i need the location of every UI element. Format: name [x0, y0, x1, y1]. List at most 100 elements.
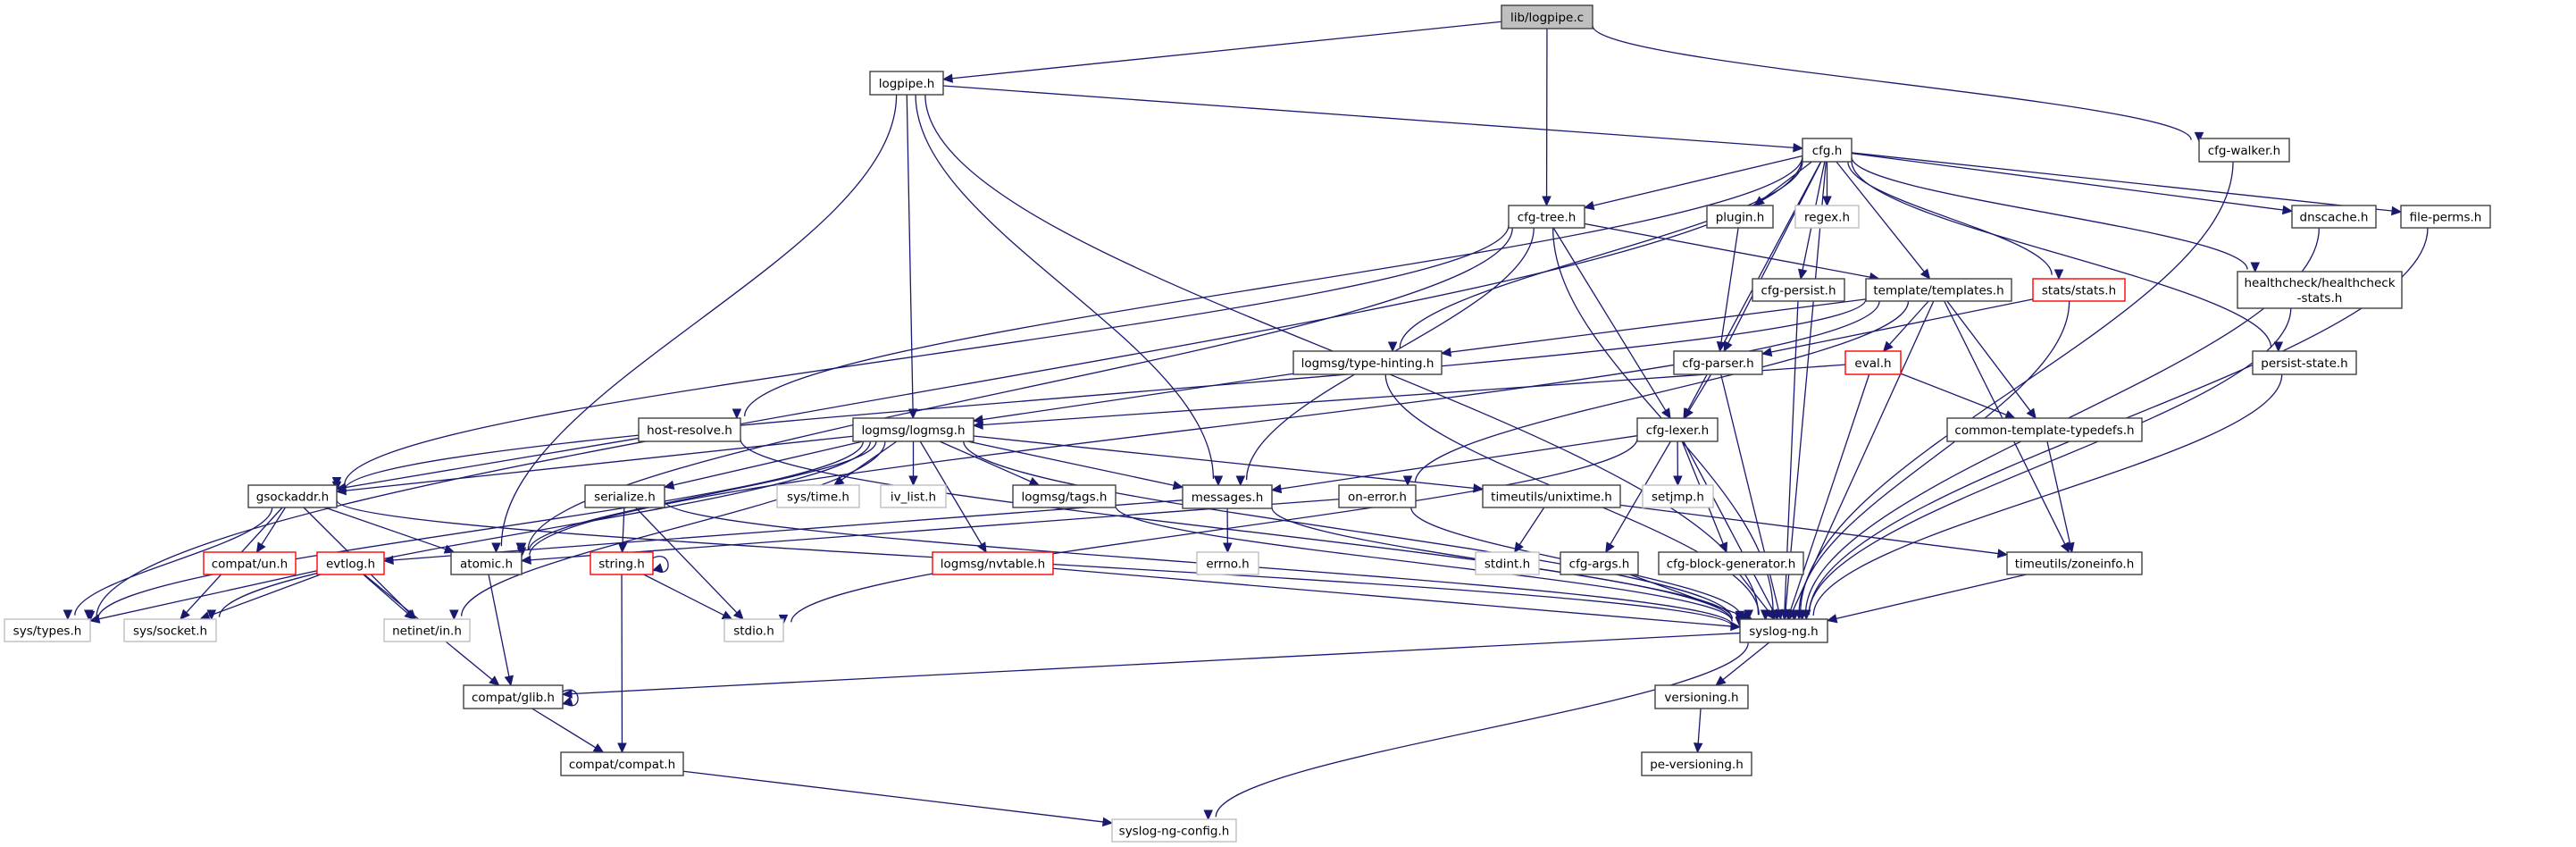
- edge-evtlog-to-compat-glib-arrowhead: [489, 675, 500, 686]
- node-iv-list[interactable]: iv_list.h: [880, 484, 947, 508]
- edge-cfg-h-to-cfg-tree: [1592, 155, 1803, 206]
- node-label: cfg-parser.h: [1682, 356, 1754, 371]
- node-stats[interactable]: stats/stats.h: [2032, 278, 2126, 302]
- edge-evtlog-to-sys-socket: [207, 574, 322, 617]
- node-stdint[interactable]: stdint.h: [1475, 551, 1540, 575]
- node-label: host-resolve.h: [647, 424, 732, 438]
- edge-plugin-to-cfg-parser: [1720, 227, 1739, 344]
- node-nvtable[interactable]: logmsg/nvtable.h: [932, 551, 1054, 575]
- edge-gsockaddr-to-atomic: [324, 507, 447, 550]
- node-syslog-ng-config[interactable]: syslog-ng-config.h: [1111, 818, 1237, 843]
- node-label: sys/types.h: [13, 625, 82, 639]
- edge-on-error-to-atomic: [529, 499, 1340, 561]
- node-compat-glib[interactable]: compat/glib.h: [463, 684, 564, 709]
- node-label: cfg.h: [1812, 144, 1843, 158]
- node-persist-state[interactable]: persist-state.h: [2252, 350, 2357, 375]
- node-atomic[interactable]: atomic.h: [450, 551, 523, 575]
- node-logpipe-c[interactable]: lib/logpipe.c: [1501, 4, 1593, 29]
- node-box: [932, 551, 1054, 575]
- node-box: [1338, 484, 1417, 508]
- node-versioning[interactable]: versioning.h: [1654, 684, 1749, 709]
- node-common-tt[interactable]: common-template-typedefs.h: [1946, 417, 2143, 442]
- edge-evtlog-to-sys-types: [97, 570, 318, 620]
- edge-gsockaddr-to-atomic-arrowhead: [443, 544, 456, 554]
- node-box: [1560, 551, 1639, 575]
- node-zoneinfo[interactable]: timeutils/zoneinfo.h: [2006, 551, 2143, 575]
- edge-logmsg-to-nvtable-arrowhead: [977, 541, 987, 554]
- node-cfg-walker[interactable]: cfg-walker.h: [2198, 138, 2290, 163]
- node-cfg-block[interactable]: cfg-block-generator.h: [1658, 551, 1804, 575]
- edge-eval-to-common-tt: [1900, 373, 2008, 416]
- node-logpipe-h[interactable]: logpipe.h: [869, 71, 944, 96]
- node-box: [383, 618, 471, 642]
- node-sys-socket[interactable]: sys/socket.h: [123, 618, 217, 642]
- node-errno[interactable]: errno.h: [1196, 551, 1259, 575]
- node-label: sys/socket.h: [133, 625, 207, 639]
- node-compat-compat[interactable]: compat/compat.h: [560, 751, 684, 776]
- node-unixtime[interactable]: timeutils/unixtime.h: [1482, 484, 1621, 508]
- node-healthcheck[interactable]: healthcheck/healthcheck-stats.h: [2237, 271, 2403, 309]
- node-string-h[interactable]: string.h: [590, 551, 654, 575]
- edge-logmsg-to-iv-list-arrowhead: [908, 475, 918, 487]
- node-cfg-parser[interactable]: cfg-parser.h: [1673, 350, 1763, 375]
- edge-templates-to-on-error: [1414, 300, 1910, 482]
- edge-messages-to-evtlog: [391, 499, 1183, 561]
- node-regex[interactable]: regex.h: [1794, 205, 1860, 229]
- node-tags[interactable]: logmsg/tags.h: [1012, 484, 1117, 508]
- node-box: [638, 417, 741, 442]
- edge-logmsg-to-messages: [967, 440, 1175, 487]
- node-box: [1642, 484, 1714, 508]
- edge-syslog-ng-to-syslog-ng-config-arrowhead: [1203, 809, 1213, 821]
- node-cfg-persist[interactable]: cfg-persist.h: [1752, 278, 1845, 302]
- node-box: [2032, 278, 2126, 302]
- node-label: logmsg/logmsg.h: [861, 424, 965, 438]
- node-type-hinting[interactable]: logmsg/type-hinting.h: [1292, 350, 1443, 375]
- node-stdio[interactable]: stdio.h: [723, 618, 784, 642]
- node-cfg-args[interactable]: cfg-args.h: [1560, 551, 1639, 575]
- node-label: common-template-typedefs.h: [1954, 424, 2134, 438]
- node-evtlog[interactable]: evtlog.h: [316, 551, 385, 575]
- node-serialize[interactable]: serialize.h: [584, 484, 665, 508]
- node-logmsg[interactable]: logmsg/logmsg.h: [852, 417, 974, 442]
- node-label: cfg-persist.h: [1761, 284, 1836, 298]
- edge-logmsg-to-serialize-arrowhead: [663, 480, 675, 491]
- edge-cfg-h-to-host-resolve-arrowhead: [732, 408, 742, 420]
- edge-eval-to-logmsg-arrowhead: [972, 420, 983, 430]
- node-box: [1706, 205, 1774, 229]
- node-eval[interactable]: eval.h: [1844, 350, 1902, 375]
- node-host-resolve[interactable]: host-resolve.h: [638, 417, 741, 442]
- node-compat-un[interactable]: compat/un.h: [203, 551, 297, 575]
- node-gsockaddr[interactable]: gsockaddr.h: [247, 484, 338, 508]
- edge-common-tt-to-zoneinfo-arrowhead: [2065, 541, 2075, 554]
- node-cfg-h[interactable]: cfg.h: [1802, 138, 1853, 163]
- node-dnscache[interactable]: dnscache.h: [2291, 205, 2377, 229]
- node-syslog-ng[interactable]: syslog-ng.h: [1739, 618, 1828, 643]
- node-box: [247, 484, 338, 508]
- node-templates[interactable]: template/templates.h: [1865, 278, 2012, 302]
- node-netinet-in[interactable]: netinet/in.h: [383, 618, 471, 642]
- edge-logpipe-c-to-cfg-walker-arrowhead: [2194, 131, 2204, 143]
- node-cfg-lexer[interactable]: cfg-lexer.h: [1636, 417, 1719, 442]
- node-file-perms[interactable]: file-perms.h: [2400, 205, 2491, 229]
- edge-string-h-to-compat-compat-arrowhead: [617, 742, 627, 754]
- edge-logmsg-to-tags: [939, 440, 1033, 482]
- node-on-error[interactable]: on-error.h: [1338, 484, 1417, 508]
- edge-serialize-to-stdio-arrowhead: [732, 608, 744, 620]
- edge-logpipe-h-to-messages: [915, 94, 1215, 479]
- node-box: [1636, 417, 1719, 442]
- node-sys-time[interactable]: sys/time.h: [776, 484, 860, 508]
- edge-cfg-h-to-healthcheck: [1851, 156, 2248, 270]
- node-pe-versioning[interactable]: pe-versioning.h: [1641, 751, 1752, 776]
- edge-persist-state-to-syslog-ng-arrowhead: [1801, 609, 1811, 621]
- node-sys-types[interactable]: sys/types.h: [4, 618, 91, 642]
- edge-serialize-to-string-h-arrowhead: [617, 542, 628, 554]
- node-cfg-tree[interactable]: cfg-tree.h: [1508, 205, 1585, 229]
- node-label: netinet/in.h: [392, 625, 462, 639]
- node-messages[interactable]: messages.h: [1182, 484, 1273, 509]
- edge-cfg-lexer-to-syslog-ng: [1683, 440, 1775, 613]
- node-box: [590, 551, 654, 575]
- node-box: [2237, 271, 2403, 309]
- node-box: [1946, 417, 2143, 442]
- node-setjmp[interactable]: setjmp.h: [1642, 484, 1714, 508]
- node-plugin[interactable]: plugin.h: [1706, 205, 1774, 229]
